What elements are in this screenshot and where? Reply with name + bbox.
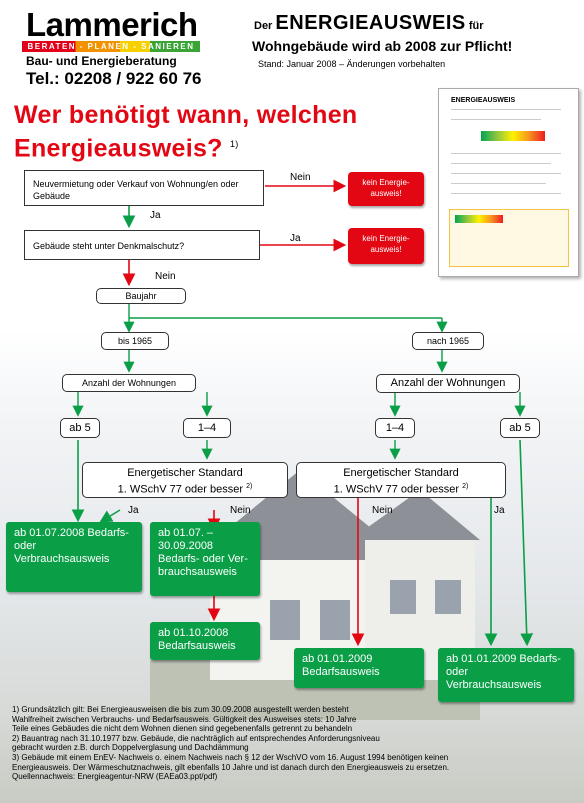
thumbnail-rule <box>451 193 561 194</box>
box-baujahr: Baujahr <box>96 288 186 304</box>
result-ab-01-01-2009-bedarf-oder-verbrauch: ab 01.01.2009 Bedarfs- oder Verbrauchsau… <box>438 648 574 702</box>
company-phone: Tel.: 02208 / 922 60 76 <box>26 69 202 88</box>
result-ab-01-07-30-09-2008: ab 01.07. – 30.09.2008 Bedarfs- oder Ver… <box>150 522 260 596</box>
label-right-ja: Ja <box>494 505 505 516</box>
standard-right-ref: 2) <box>462 483 469 490</box>
thumbnail-rule <box>451 119 541 120</box>
box-standard-left: Energetischer Standard 1. WSchV 77 oder … <box>82 462 288 498</box>
thumbnail-rule <box>451 173 561 174</box>
thumbnail-energy-scale <box>481 131 545 141</box>
label-q2-no: Nein <box>155 271 176 282</box>
standard-left-ref: 2) <box>246 483 253 490</box>
result-no-certificate-2: kein Energie-ausweis! <box>348 228 424 264</box>
thumbnail-rule <box>451 183 546 184</box>
label-q1-no: Nein <box>290 172 311 183</box>
company-subtitle: Bau- und Energieberatung <box>26 54 177 68</box>
box-range-left: 1–4 <box>183 418 231 438</box>
question-footnote-ref: 1) <box>230 139 239 149</box>
standard-left-line2: 1. WSchV 77 oder besser <box>117 483 244 496</box>
headline: Der ENERGIEAUSWEIS für <box>254 12 484 35</box>
status-note: Stand: Januar 2008 – Änderungen vorbehal… <box>258 59 446 69</box>
headline-post: für <box>468 20 484 32</box>
thumbnail-rule <box>451 109 561 110</box>
footnote-line: Energieausweis. Der Wärmeschutznachweis,… <box>12 762 450 772</box>
thumbnail-title: ENERGIEAUSWEIS <box>451 97 516 104</box>
box-ab5-left: ab 5 <box>60 418 100 438</box>
box-anzahl-left: Anzahl der Wohnungen <box>62 374 196 392</box>
headline-line2: Wohngebäude wird ab 2008 zur Pflicht! <box>252 38 513 54</box>
box-nach-1965: nach 1965 <box>412 332 484 350</box>
standard-left-line1: Energetischer Standard <box>127 467 243 479</box>
question-box-monument: Gebäude steht unter Denkmalschutz? <box>24 230 260 260</box>
box-bis-1965: bis 1965 <box>101 332 169 350</box>
label-right-nein: Nein <box>372 505 393 516</box>
footnote-line: 2) Bauantrag nach 31.10.1977 bzw. Gebäud… <box>12 733 380 743</box>
footnote-line: gebracht wurden z.B. durch Doppelverglas… <box>12 743 249 753</box>
main-question: Wer benötigt wann, welchen Energieauswei… <box>14 101 357 163</box>
thumbnail-rule <box>451 153 561 154</box>
box-range-right: 1–4 <box>375 418 415 438</box>
footnote-line: Wahlfreiheit zwischen Verbrauchs- und Be… <box>12 714 357 724</box>
question-line1: Wer benötigt wann, welchen <box>14 101 358 129</box>
source-note: Quellennachweis: Energieagentur-NRW (EAE… <box>12 772 218 782</box>
label-q1-yes: Ja <box>150 210 161 221</box>
box-anzahl-right: Anzahl der Wohnungen <box>376 374 520 393</box>
company-logo-name: Lammerich <box>26 6 198 43</box>
result-ab-01-07-2008: ab 01.07.2008 Bedarfs- oder Verbrauchsau… <box>6 522 142 592</box>
result-ab-01-01-2009-bedarf: ab 01.01.2009 Bedarfsausweis <box>294 648 424 688</box>
footnotes: 1) Grundsätzlich gilt: Bei Energieauswei… <box>12 705 572 782</box>
result-ab-01-10-2008: ab 01.10.2008 Bedarfsausweis <box>150 622 260 660</box>
box-ab5-right: ab 5 <box>500 418 540 438</box>
thumbnail-rule <box>451 163 551 164</box>
headline-big: ENERGIEAUSWEIS <box>275 12 466 34</box>
label-left-ja: Ja <box>128 505 139 516</box>
box-standard-right: Energetischer Standard 1. WSchV 77 oder … <box>296 462 506 498</box>
headline-pre: Der <box>254 20 273 32</box>
footnote-line: 3) Gebäude mit einem EnEV- Nachweis o. e… <box>12 752 449 762</box>
standard-right-line2: 1. WSchV 77 oder besser <box>333 483 460 496</box>
certificate-thumbnail: ENERGIEAUSWEIS <box>438 88 579 277</box>
result-no-certificate-1: kein Energie-ausweis! <box>348 172 424 206</box>
label-q2-yes: Ja <box>290 233 301 244</box>
label-left-nein: Nein <box>230 505 251 516</box>
question-line2: Energieausweis? <box>14 134 223 163</box>
standard-right-line1: Energetischer Standard <box>343 467 459 479</box>
thumbnail-energy-scale-small <box>455 215 503 223</box>
company-tagline: BERATEN - PLANEN - SANIEREN <box>22 41 200 52</box>
footnote-line: 1) Grundsätzlich gilt: Bei Energieauswei… <box>12 705 349 714</box>
question-box-rent-or-sale: Neuvermietung oder Verkauf von Wohnung/e… <box>24 170 264 206</box>
footnote-line: Teile eines Gebäudes die nicht dem Wohne… <box>12 724 353 734</box>
